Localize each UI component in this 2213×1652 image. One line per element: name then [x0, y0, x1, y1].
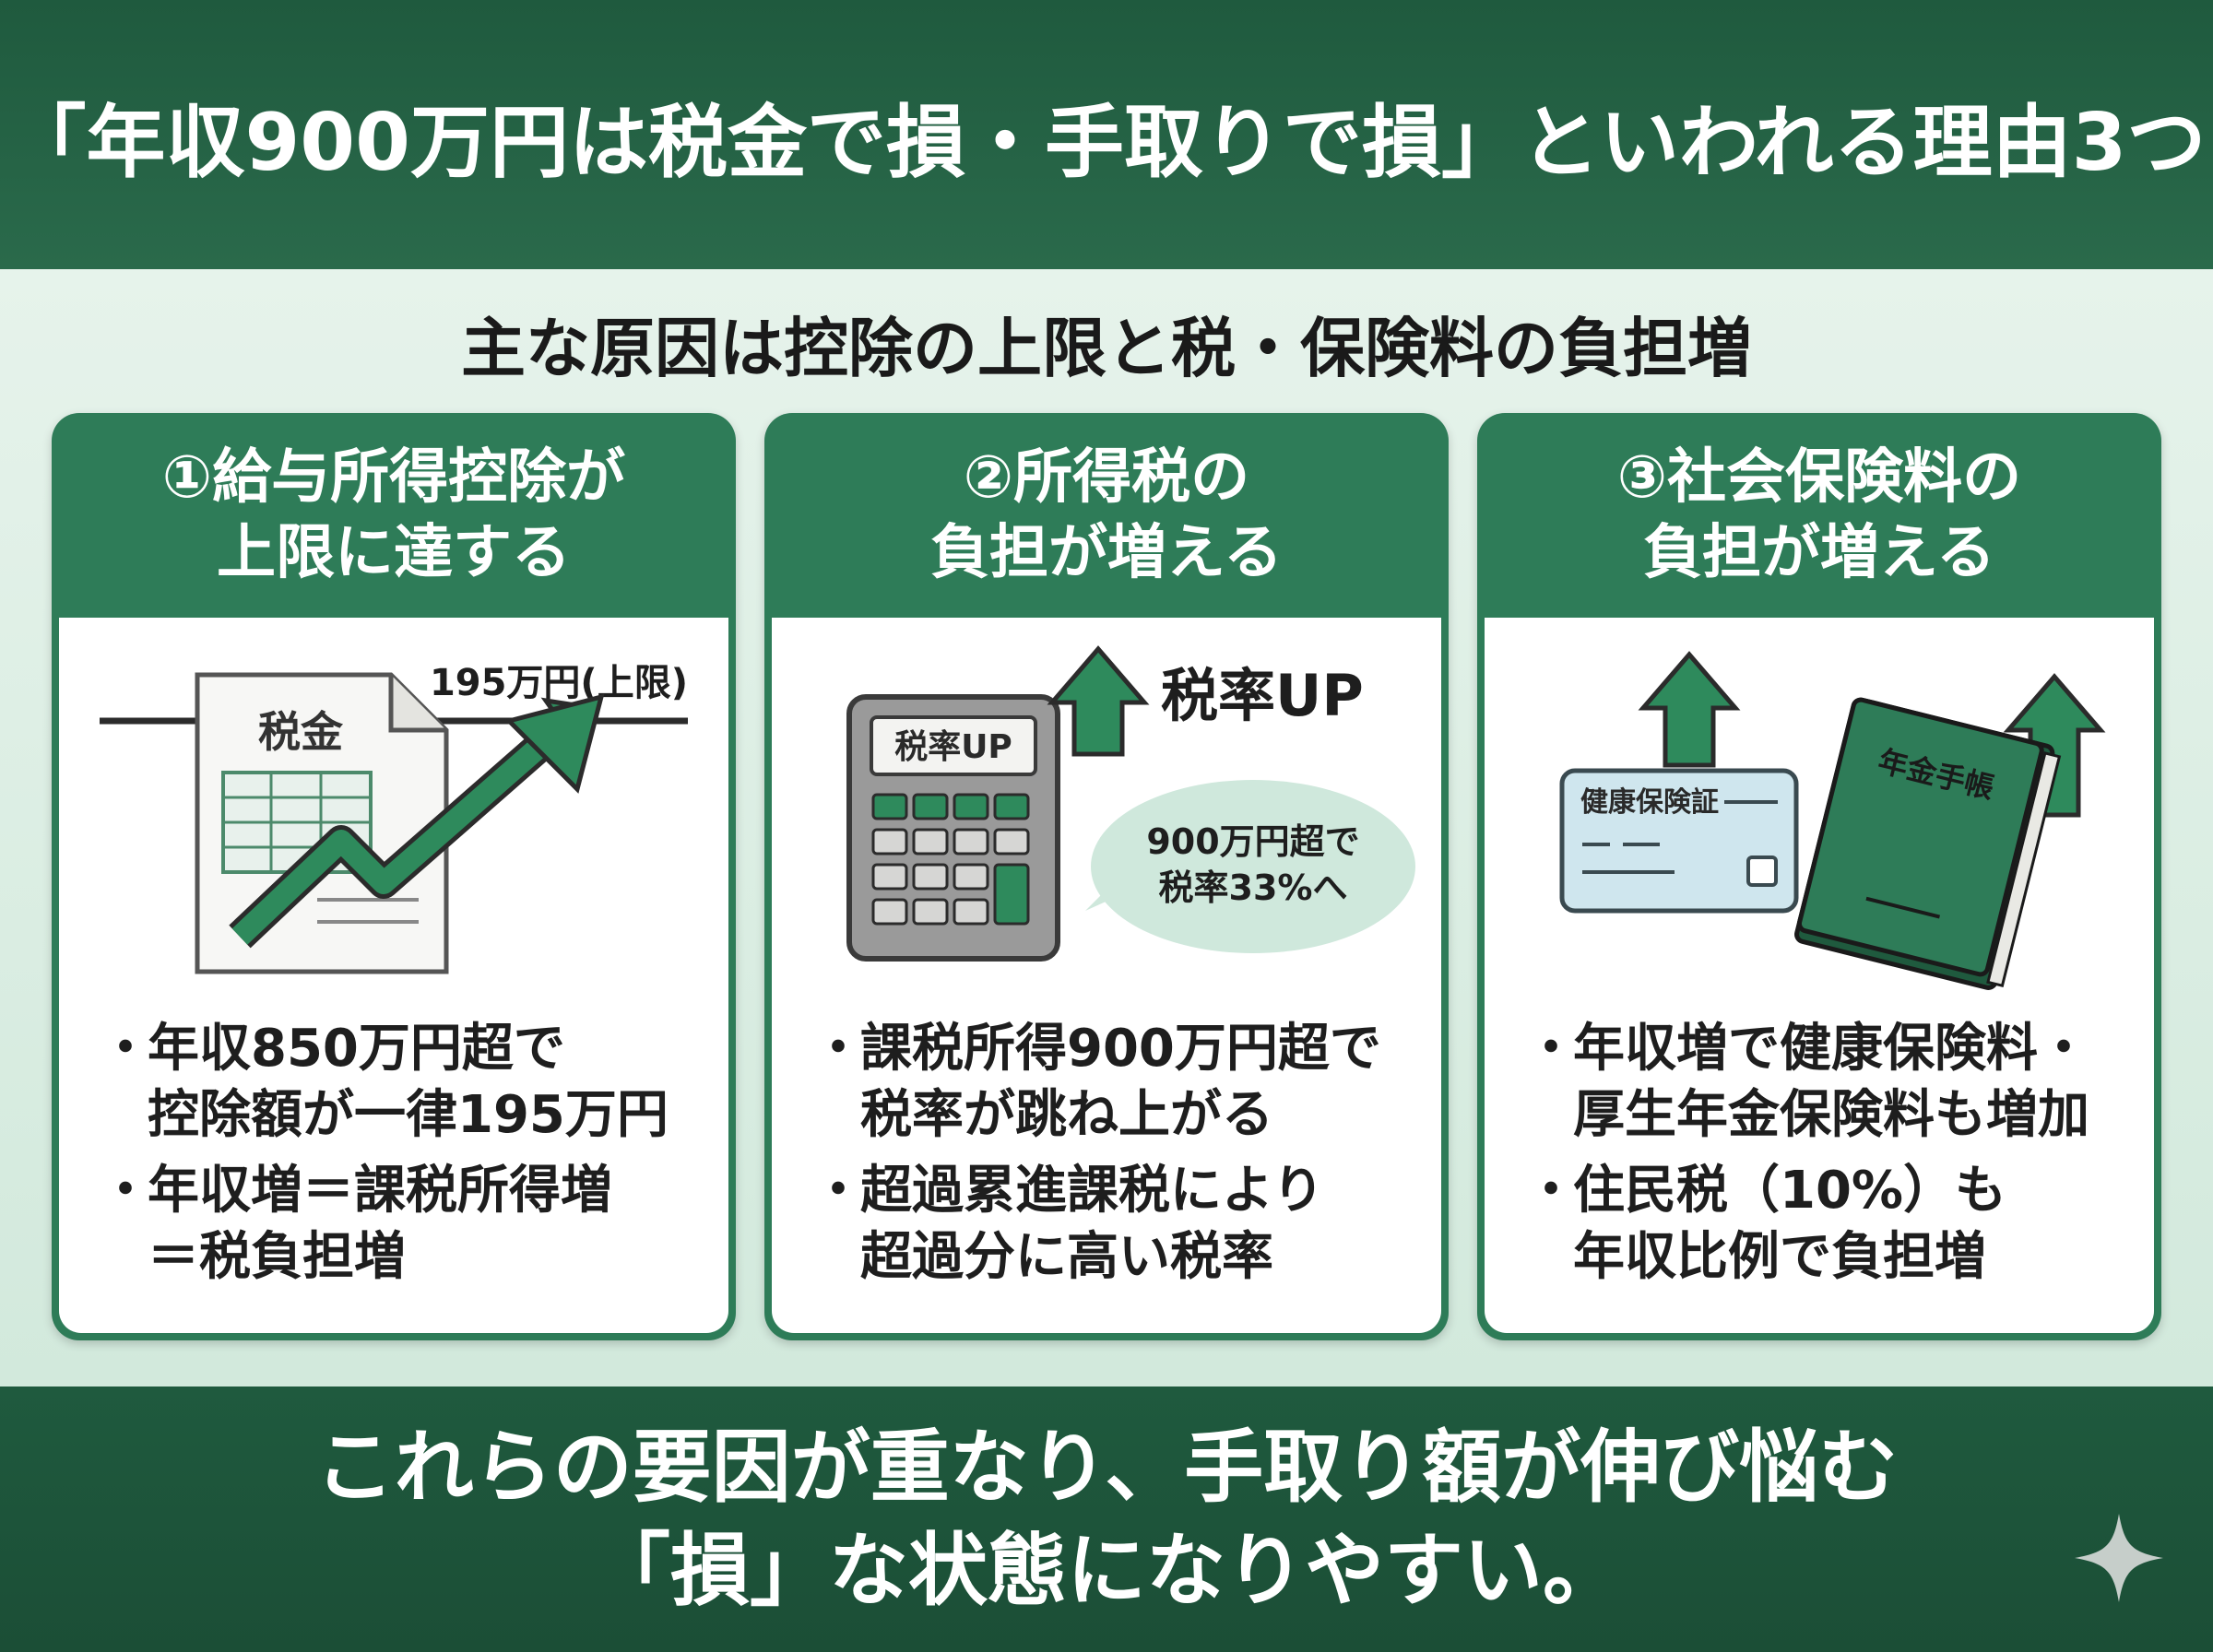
header-banner: 「年収900万円は税金で損・手取りで損」といわれる理由3つ: [0, 0, 2213, 269]
card-title-line: ①給与所得控除が: [161, 443, 626, 512]
sparkle-icon: [2075, 1514, 2163, 1602]
calculator-label: 税率UP: [894, 728, 1012, 766]
bullet-line: 超過分に高い税率: [860, 1227, 1273, 1287]
deduction-illustration: 195万円(上限) 税金: [100, 662, 688, 974]
tax-rate-up-label: 税率UP: [1161, 662, 1364, 729]
reason-card-3: ③社会保険料の 負担が増える 健康保険証: [1477, 413, 2161, 1340]
calculator-icon: 税率UP: [846, 694, 1060, 962]
document-label: 税金: [258, 707, 344, 757]
card-body: 健康保険証 年金手帳: [1485, 618, 2154, 1333]
card-body: 195万円(上限) 税金: [59, 618, 728, 1333]
list-item: 年収増で健康保険料・ 厚生年金保険料も増加: [1525, 1016, 2143, 1149]
card-title: ②所得税の 負担が増える: [764, 413, 1449, 618]
card-title-line: ③社会保険料の: [1616, 443, 2022, 512]
card-body: 税率UP: [772, 618, 1441, 1333]
subtitle: 主な原因は控除の上限と税・保険料の負担増: [461, 311, 1752, 386]
bullet-line: 年収増＝課税所得増: [148, 1161, 612, 1221]
bullet-line: 税率が跳ね上がる: [860, 1085, 1273, 1145]
speech-bubble-icon: 900万円超で 税率33%へ: [1085, 780, 1415, 953]
card-title-line: 負担が増える: [1642, 519, 1996, 587]
list-item: 年収850万円超で 控除額が一律195万円: [100, 1016, 717, 1149]
trend-arrow-icon: [229, 693, 605, 949]
bullet-line: 年収増で健康保険料・: [1573, 1019, 2089, 1079]
bullet-line: 住民税（10%）も: [1573, 1161, 2007, 1221]
list-item: 年収増＝課税所得増 ＝税負担増: [100, 1158, 717, 1291]
footer-banner: これらの要因が重なり、手取り額が伸び悩む 「損」な状態になりやすい。: [0, 1386, 2213, 1652]
list-item: 課税所得900万円超で 税率が跳ね上がる: [812, 1016, 1430, 1149]
income-tax-illustration: 税率UP: [846, 645, 1415, 962]
pension-book-icon: 年金手帳: [1794, 697, 2062, 990]
list-item: 住民税（10%）も 年収比例で負担増: [1525, 1158, 2143, 1291]
bullet-line: ＝税負担増: [148, 1227, 406, 1287]
up-arrow-icon: [1638, 651, 1741, 768]
bubble-line: 900万円超で: [1146, 821, 1359, 862]
bullet-list: 課税所得900万円超で 税率が跳ね上がる 超過累進課税により 超過分に高い税率: [812, 1016, 1430, 1300]
bullet-list: 年収850万円超で 控除額が一律195万円 年収増＝課税所得増 ＝税負担増: [100, 1016, 717, 1300]
bullet-line: 超過累進課税により: [860, 1161, 1324, 1221]
insurance-card-icon: 健康保険証: [1559, 768, 1799, 914]
up-arrow-icon: [1047, 645, 1150, 757]
card-title: ③社会保険料の 負担が増える: [1477, 413, 2161, 618]
social-insurance-illustration: 健康保険証 年金手帳: [1559, 651, 2106, 990]
conclusion-line: これらの要因が重なり、手取り額が伸び悩む: [314, 1422, 1899, 1514]
reason-card-1: ①給与所得控除が 上限に達する 195万円(上限) 税金: [52, 413, 736, 1340]
card-title: ①給与所得控除が 上限に達する: [52, 413, 736, 618]
limit-label: 195万円(上限): [430, 662, 688, 704]
bullet-line: 年収比例で負担増: [1573, 1227, 1986, 1287]
card-title-line: ②所得税の: [963, 443, 1250, 512]
bubble-line: 税率33%へ: [1159, 867, 1348, 908]
bullet-line: 年収850万円超で: [148, 1019, 565, 1079]
card-title-line: 負担が増える: [929, 519, 1284, 587]
reason-card-2: ②所得税の 負担が増える 税率UP: [764, 413, 1449, 1340]
bullet-line: 厚生年金保険料も増加: [1573, 1085, 2089, 1145]
conclusion-line: 「損」な状態になりやすい。: [591, 1525, 1622, 1617]
insurance-card-label: 健康保険証: [1580, 786, 1719, 819]
content-area: 主な原因は控除の上限と税・保険料の負担増 ①給与所得控除が 上限に達する 195…: [0, 269, 2213, 1386]
page-title: 「年収900万円は税金で損・手取りで損」といわれる理由3つ: [6, 96, 2207, 189]
card-title-line: 上限に達する: [217, 519, 571, 587]
bullet-list: 年収増で健康保険料・ 厚生年金保険料も増加 住民税（10%）も 年収比例で負担増: [1525, 1016, 2143, 1300]
list-item: 超過累進課税により 超過分に高い税率: [812, 1158, 1430, 1291]
bullet-line: 控除額が一律195万円: [148, 1085, 669, 1145]
bullet-line: 課税所得900万円超で: [860, 1019, 1381, 1079]
